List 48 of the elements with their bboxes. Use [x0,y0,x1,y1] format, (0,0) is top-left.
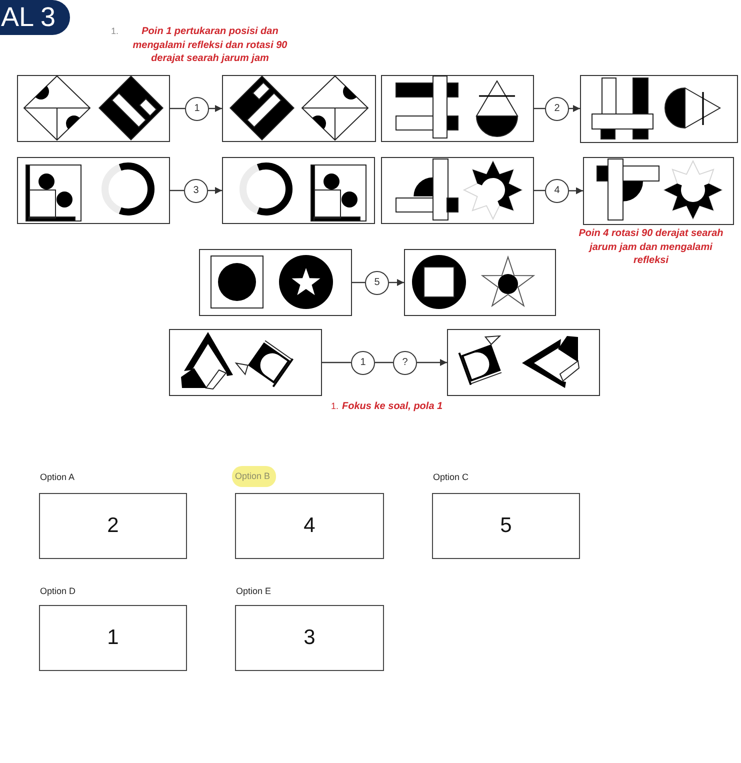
arrow [569,105,580,112]
annotation-note: Fokus ke soal, pola 1 [342,400,443,414]
arrow [389,279,404,286]
arrow [417,359,447,366]
figure-panel [580,74,738,142]
step-circle: 5 [365,270,389,294]
connector-line [534,190,545,192]
arrow [208,187,222,194]
option-label: Option B [232,466,276,487]
step-circle: 2 [545,96,569,120]
arrow [569,187,583,194]
option-number: 3 [304,626,316,650]
option-label: Option A [40,471,75,483]
connector-line [322,362,351,364]
option-number: 2 [107,514,119,538]
step-circle: 1 [185,96,209,120]
connector-line [170,108,185,110]
option-number: 4 [304,514,316,538]
figure-panel [583,157,734,225]
figure-panel [222,75,376,142]
figure-panel [199,249,352,316]
step-circle: 3 [184,178,208,202]
connector-line [375,362,393,364]
option-number: 1 [107,626,119,650]
list-number: 1. [111,25,119,38]
figure-panel [381,157,534,224]
annotation-note: Poin 1 pertukaran posisi dan mengalami refleksi dan rotasi 90 derajat searah jarum jam [132,25,288,66]
connector-line [534,108,545,110]
step-circle: 4 [545,178,569,202]
connector-line [352,282,365,284]
figure-panel [447,329,600,396]
annotation-note: Poin 4 rotasi 90 derajat searah jarum jam dan mengalami refleksi [578,227,724,268]
list-number: 1. [331,400,339,413]
figure-panel [381,75,534,142]
figure-panel [222,157,375,224]
arrow [209,105,222,112]
figure-panel [169,329,322,396]
step-circle: 1 [351,350,375,374]
title-badge: AL 3 [0,0,70,35]
connector-line [170,190,184,192]
option-label: Option D [40,585,76,597]
option-label: Option E [236,585,272,597]
option-number: 5 [500,514,512,538]
option-label: Option C [433,471,469,483]
figure-panel [17,157,170,224]
figure-panel [404,249,556,316]
step-circle: ? [393,350,417,374]
figure-panel [17,75,170,142]
